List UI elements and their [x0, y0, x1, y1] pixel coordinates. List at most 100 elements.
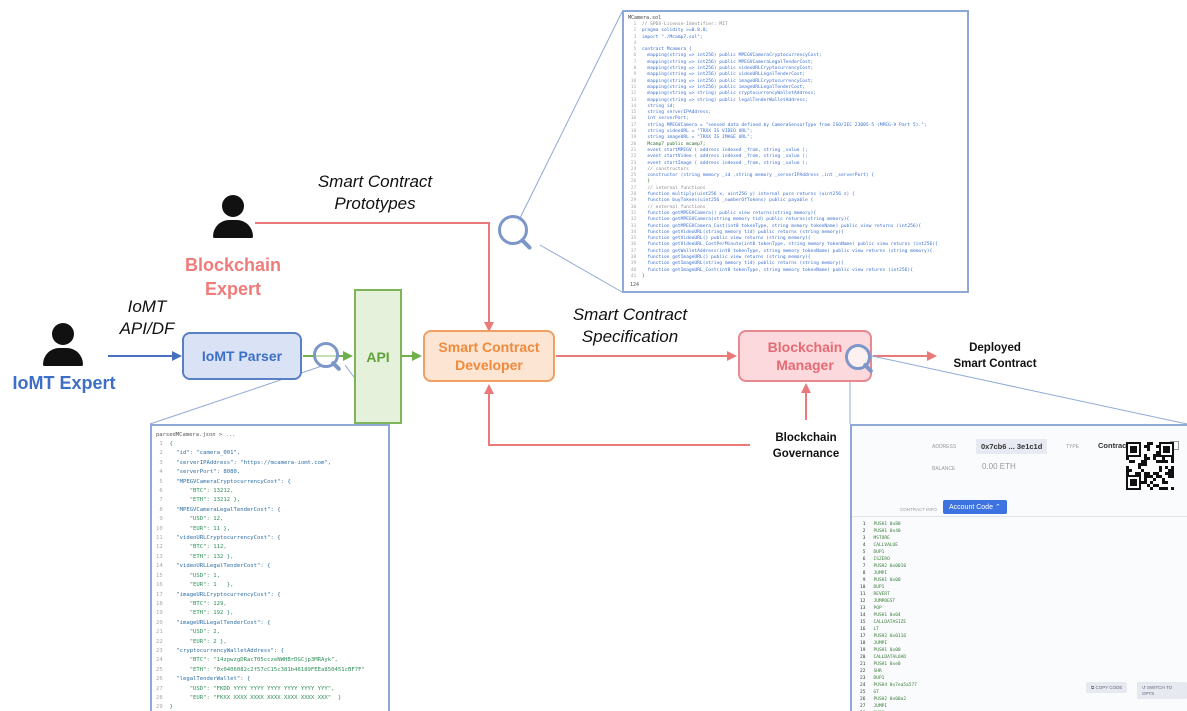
code-text: contract Mcamera { [641, 47, 692, 53]
line-number: 20 [628, 141, 642, 147]
json-line: 13 "ETH": 132 }, [156, 553, 384, 562]
zoom-ray [517, 11, 623, 223]
opcode-line: 23 DUP1 [860, 675, 917, 682]
opcode-text: JUMPI [873, 641, 888, 646]
json-text: "MPEGVCameraLegalTenderCost": { [169, 506, 281, 513]
code-line: 20 Mcamp7 public mcamp7; [628, 142, 963, 148]
json-line: 24 "BTC": "14zpwzgDRacT05cczeNWHBrDGCjp3… [156, 656, 384, 665]
opcode-text: JUMPI [873, 704, 888, 709]
json-text: "USD": 2, [169, 629, 221, 636]
line-number: 34 [628, 229, 642, 235]
opcode-text: PUSH2 0x0010 [873, 564, 907, 569]
line-number: 15 [156, 572, 170, 579]
copy-code-button[interactable]: ⧉ COPY CODE [1086, 682, 1128, 693]
json-line: 12 "BTC": 112, [156, 543, 384, 552]
code-line: 36 function getVideoURL_CostPerMinute(in… [628, 242, 963, 248]
line-number: 35 [628, 236, 642, 242]
code-line: 28 function multiply(uint256 x, uint256 … [628, 192, 963, 198]
json-text: "ETH": 13212 }, [169, 497, 241, 504]
arrow-prototypes-to-developer [255, 222, 494, 332]
opcode-line: 22 SHR [860, 668, 917, 675]
opcode-line: 4 CALLVALUE [860, 542, 917, 549]
line-number: 6 [860, 557, 874, 562]
line-number: 18 [156, 600, 170, 607]
line-number: 26 [860, 697, 874, 702]
line-number: 17 [628, 122, 642, 128]
blockchain-expert-label-line1: Blockchain [184, 255, 282, 275]
json-line: 4 "serverPort": 8080, [156, 468, 384, 477]
qr-code-icon [1126, 442, 1174, 490]
code-text: int serverPort; [641, 116, 689, 122]
code-line: 38 function getImageURL() public view re… [628, 255, 963, 261]
line-number: 9 [628, 72, 642, 78]
json-line: 18 "BTC": 129, [156, 600, 384, 609]
line-number: 7 [860, 564, 874, 569]
code-text: event startImage ( address indexed _from… [641, 160, 808, 166]
json-text: "MPEGVCameraCryptocurrencyCost": { [169, 478, 291, 485]
opcode-line: 27 JUMPI [860, 703, 917, 710]
balance-label: BALANCE [932, 466, 956, 472]
json-text: "imageURLLegalTenderCost": { [169, 619, 271, 626]
code-text: function getMPEGVCamera() public view re… [641, 210, 817, 216]
code-text: function buyTokens(uint256 _numberOfToke… [641, 198, 814, 204]
zoom-ray [539, 244, 623, 293]
code-line: 8 mapping(string => int256) public video… [628, 66, 963, 72]
line-number: 1 [628, 22, 642, 27]
json-text: "EUR": 2 }, [169, 638, 227, 645]
code-text: mapping(string => int256) public videoUR… [641, 66, 814, 72]
deployed-label-line1: Deployed [969, 342, 1021, 354]
code-text: mapping(string => int256) public imageUR… [641, 78, 814, 84]
line-number: 33 [628, 223, 642, 229]
code-text: // SPDX-License-Identifier: MIT [641, 22, 728, 27]
json-line: 7 "ETH": 13212 }, [156, 496, 384, 505]
line-number: 16 [860, 627, 874, 632]
json-line: 6 "BTC": 13212, [156, 487, 384, 496]
json-line: 25 "ETH": "0x0406082c2f57cC15c381b46189F… [156, 666, 384, 675]
blockchain-expert-icon [210, 195, 256, 238]
line-number: 31 [628, 210, 642, 216]
code-text: mapping(string => int256) public videoUR… [641, 72, 806, 78]
json-text: "BTC": 13212, [169, 488, 234, 495]
line-number: 24 [156, 657, 170, 664]
opcode-text: LT [873, 627, 879, 632]
opcode-line: 24 PUSH4 0x7ea5a577 [860, 682, 917, 689]
opcode-text: MSTORE [873, 536, 890, 541]
code-text: function getVideoURL(string memory tid) … [641, 229, 844, 235]
json-text: "BTC": "14zpwzgDRacT05cczeNWHBrDGCjp3MRA… [169, 657, 338, 664]
line-number: 17 [860, 634, 874, 639]
json-text: "videoURLCryptocurrencyCost": { [169, 535, 281, 542]
opcode-text: PUSH2 0x0116 [873, 634, 907, 639]
json-text: "BTC": 112, [169, 544, 227, 551]
code-text: mapping(string => int256) public MPEGVCa… [641, 59, 814, 65]
solidity-code-lines: 1 // SPDX-License-Identifier: MIT 2 prag… [628, 22, 963, 280]
opcode-line: 12 JUMPDEST [860, 598, 917, 605]
switch-opts-label: SWITCH TO OPTS [1142, 685, 1173, 696]
code-text: // external functions [641, 204, 706, 210]
line-number: 18 [628, 129, 642, 135]
opcode-line: 5 DUP1 [860, 549, 917, 556]
code-text: } [641, 273, 645, 279]
json-text: { [169, 441, 173, 447]
opcode-text: CALLVALUE [873, 543, 898, 548]
account-code-button[interactable]: Account Code ⌃ [943, 500, 1007, 514]
opcode-line: 15 CALLDATASIZE [860, 619, 917, 626]
copy-code-label: COPY CODE [1095, 685, 1123, 690]
line-number: 8 [860, 571, 874, 576]
opcode-line: 9 PUSH1 0x00 [860, 577, 917, 584]
opcode-line: 7 PUSH2 0x0010 [860, 563, 917, 570]
code-text: } [641, 179, 651, 185]
api-box: API [354, 289, 402, 424]
code-line: 40 function getImageURL_Cost(int8 tokenT… [628, 268, 963, 274]
blockchain-expert-label-line2: Expert [204, 279, 262, 299]
line-number: 15 [860, 620, 874, 625]
line-number: 19 [860, 648, 874, 653]
opcode-text: PUSH1 0x00 [873, 648, 901, 653]
opcode-text: PUSH1 0x40 [873, 529, 901, 534]
switch-opts-button[interactable]: ↺ SWITCH TO OPTS [1137, 682, 1187, 699]
line-number: 4 [860, 543, 874, 548]
line-number: 37 [628, 248, 642, 254]
prototypes-label-line2: Prototypes [334, 194, 416, 213]
line-number: 29 [628, 198, 642, 204]
type-label: TYPE [1066, 444, 1080, 450]
iomt-api-label-line2: API/DF [119, 319, 175, 338]
